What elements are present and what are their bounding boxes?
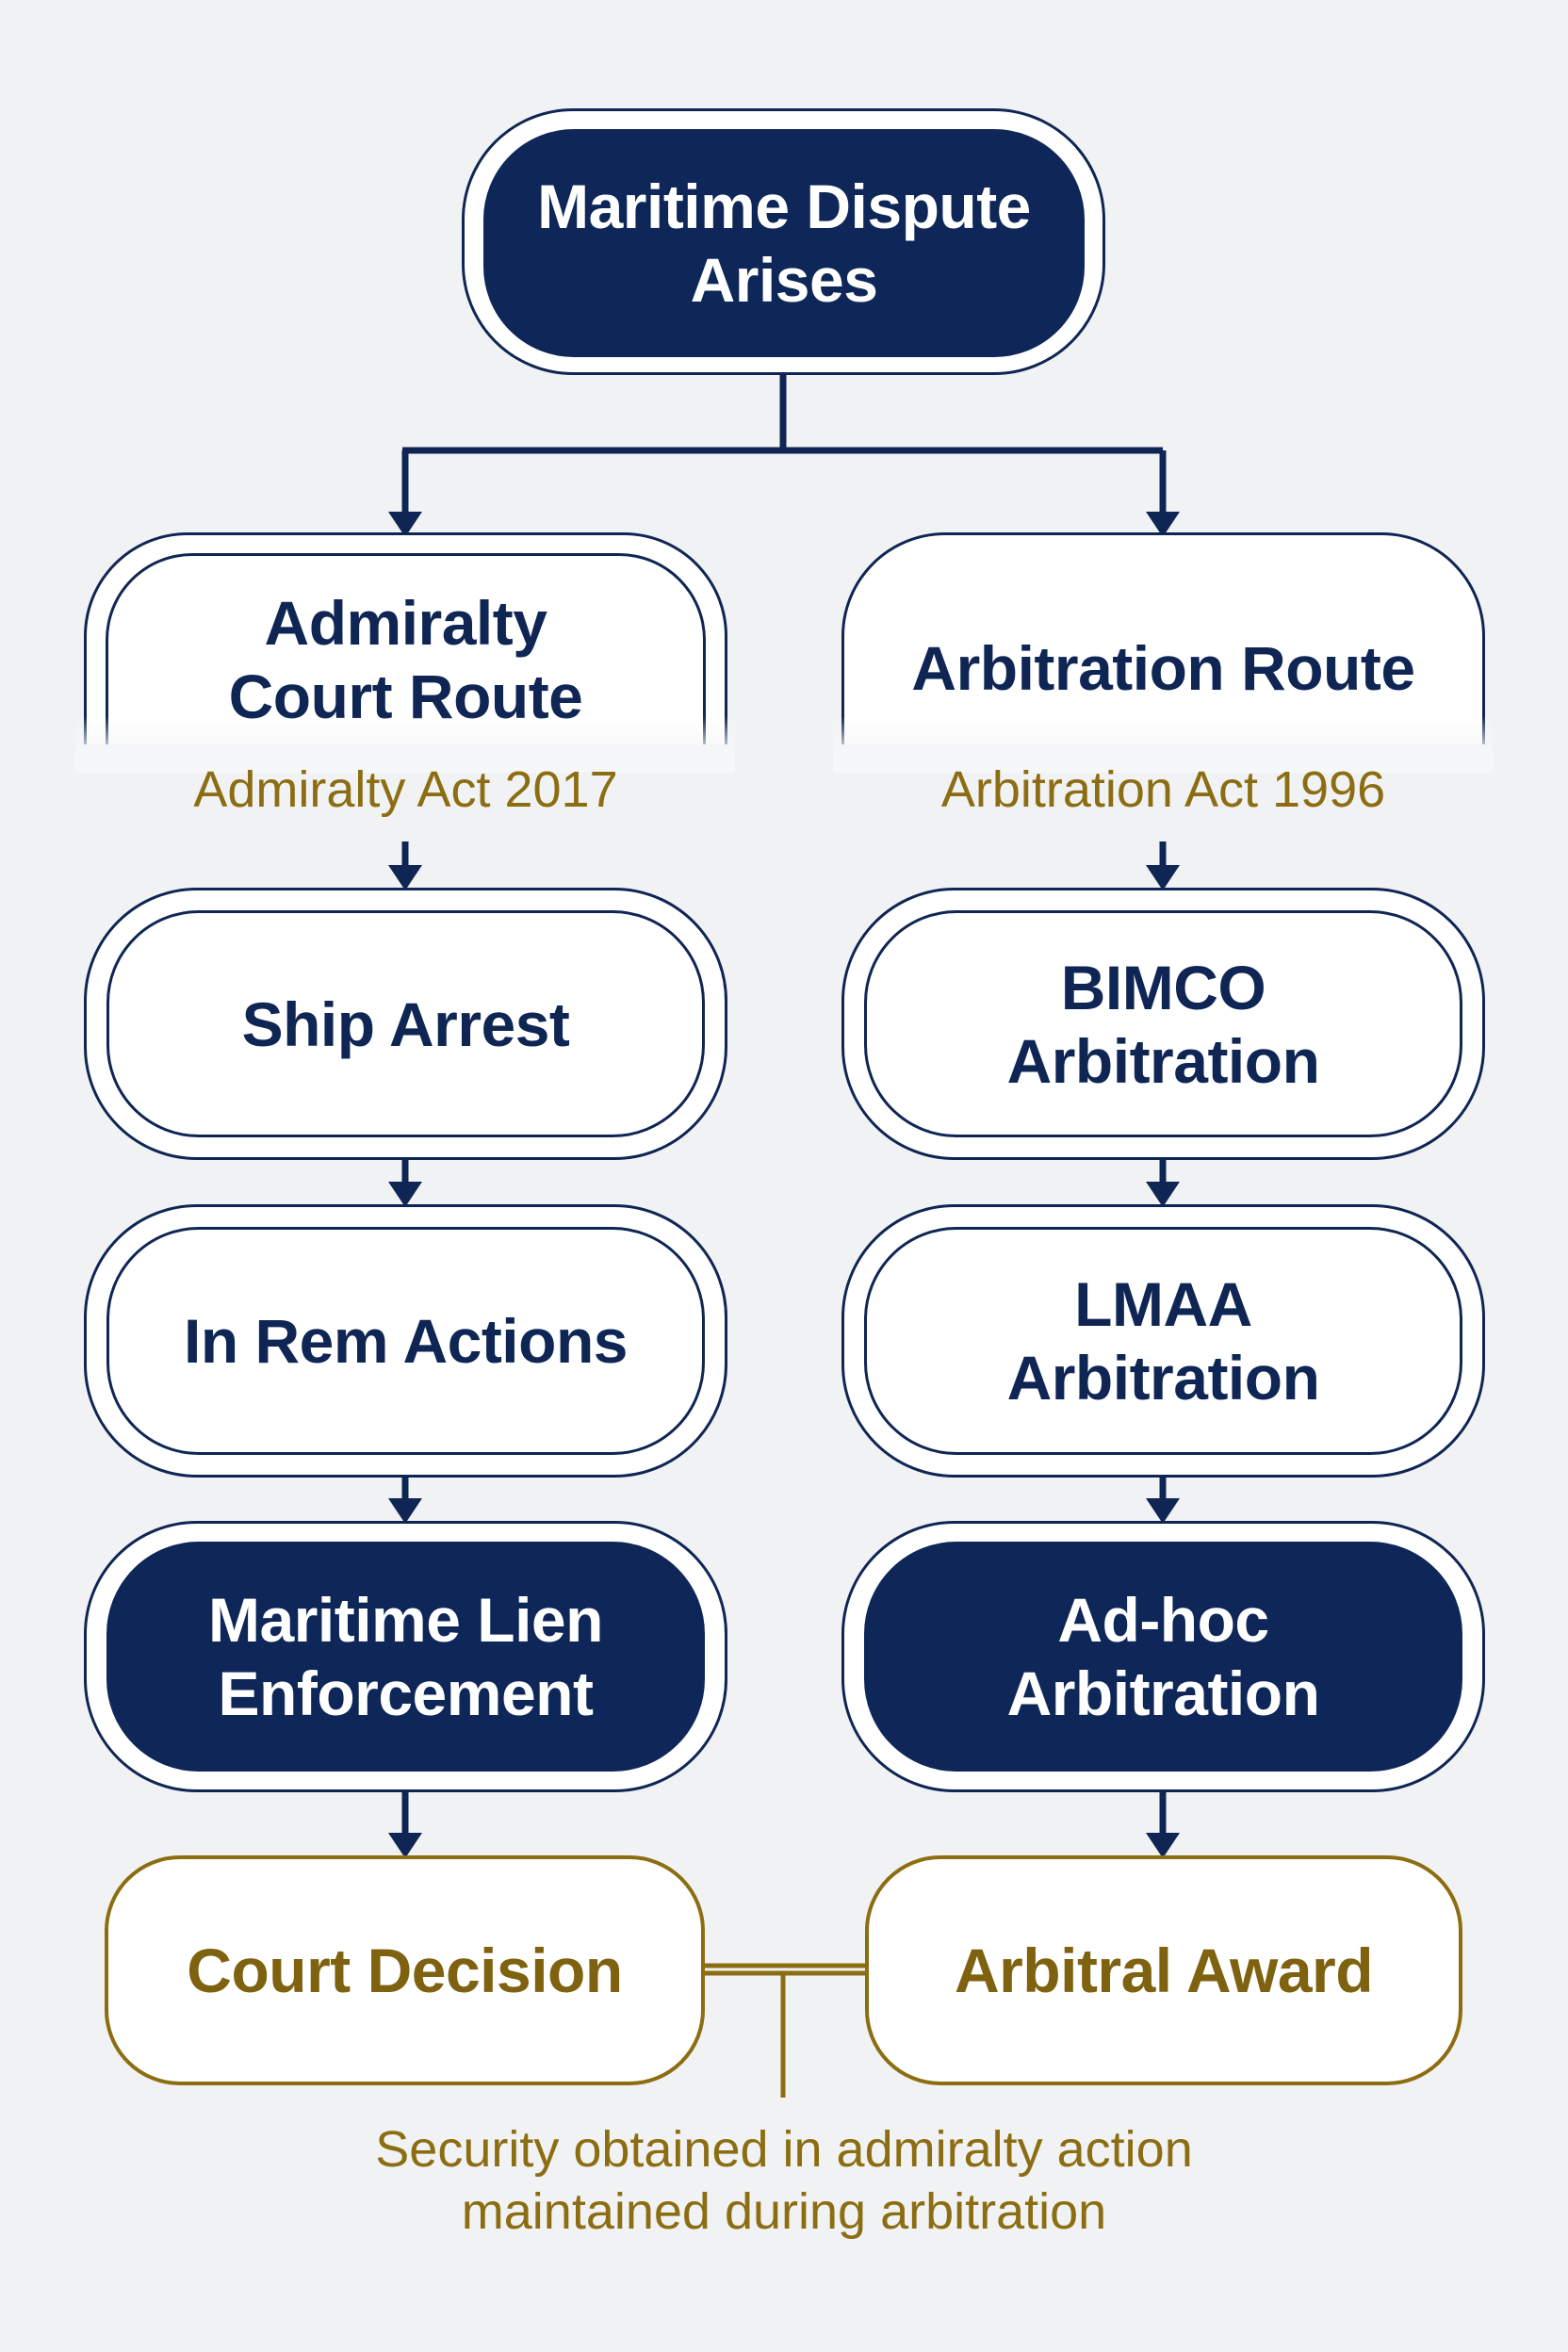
arrowhead-left-3 [388,1498,422,1524]
arrowhead-left-2 [388,1182,422,1207]
arbitral-award-label: Arbitral Award [954,1936,1374,2005]
admiralty-act-label: Admiralty Act 2017 [193,761,618,818]
arrowhead-left-route [388,512,422,537]
court-decision-label: Court Decision [187,1936,623,2005]
arrowhead-left-1 [388,865,422,890]
arrowhead-right-4 [1146,1833,1180,1858]
maritime-lien-label: Maritime Lien Enforcement [208,1585,603,1728]
arrowhead-right-1 [1146,865,1180,890]
right-route-fade [833,716,1493,773]
arbitration-route-label: Arbitration Route [911,633,1415,703]
admiralty-route-label: Admiralty Court Route [228,588,583,731]
court-decision-node[interactable]: Court Decision [105,1855,705,2085]
arrowhead-right-route [1146,512,1180,537]
arrowhead-right-3 [1146,1498,1180,1524]
arbitration-act-label: Arbitration Act 1996 [940,761,1386,818]
arrowhead-left-4 [388,1833,422,1858]
left-route-fade [75,716,735,773]
ad-hoc-arbitration-label: Ad-hoc Arbitration [1006,1585,1320,1728]
arrowhead-right-2 [1146,1182,1180,1207]
lmaa-arbitration-label: LMAA Arbitration [1006,1269,1320,1413]
arbitral-award-node[interactable]: Arbitral Award [865,1855,1462,2085]
security-note: Security obtained in admiralty action ma… [375,2121,1193,2240]
ship-arrest-label: Ship Arrest [241,988,570,1059]
bimco-arbitration-label: BIMCO Arbitration [1006,952,1320,1096]
in-rem-actions-label: In Rem Actions [184,1306,628,1376]
root-node-label: Maritime Dispute Arises [537,172,1031,315]
